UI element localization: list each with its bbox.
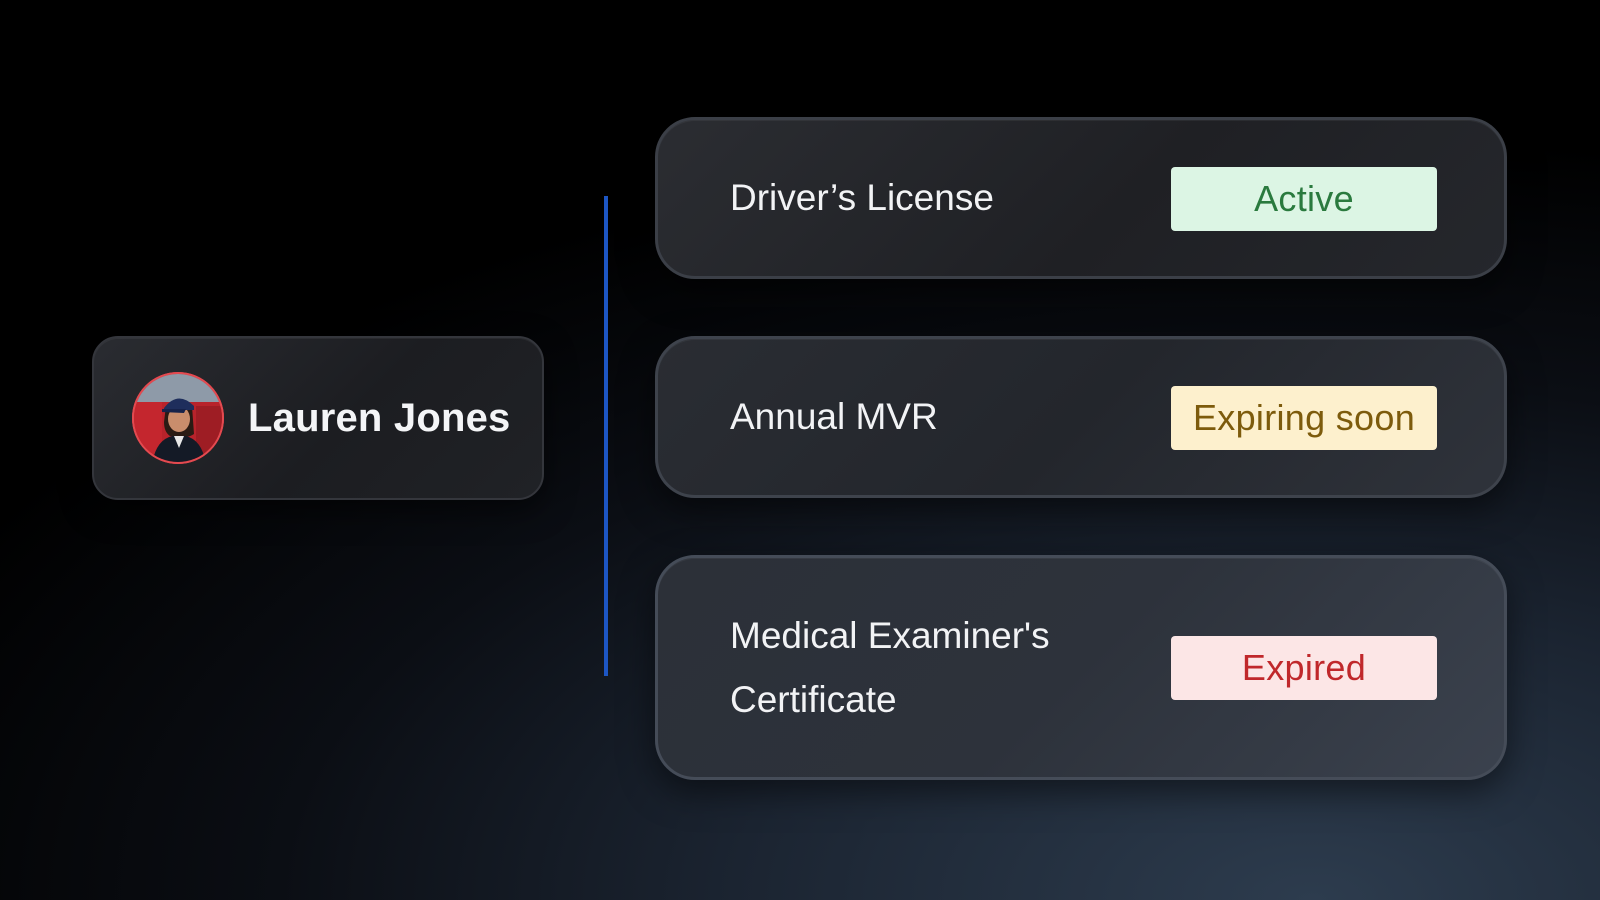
- document-card-drivers-license[interactable]: Driver’s License Active: [655, 117, 1507, 279]
- document-title: Annual MVR: [730, 385, 1170, 449]
- document-title: Medical Examiner's Certificate: [730, 604, 1170, 732]
- driver-card[interactable]: Lauren Jones: [92, 336, 544, 500]
- driver-name: Lauren Jones: [248, 396, 510, 441]
- document-title: Driver’s License: [730, 166, 1170, 230]
- status-badge: Active: [1171, 167, 1437, 231]
- status-badge: Expired: [1171, 636, 1437, 700]
- driver-avatar: [132, 372, 224, 464]
- document-card-annual-mvr[interactable]: Annual MVR Expiring soon: [655, 336, 1507, 498]
- document-card-medical-certificate[interactable]: Medical Examiner's Certificate Expired: [655, 555, 1507, 780]
- driver-photo-icon: [132, 372, 224, 464]
- status-badge: Expiring soon: [1171, 386, 1437, 450]
